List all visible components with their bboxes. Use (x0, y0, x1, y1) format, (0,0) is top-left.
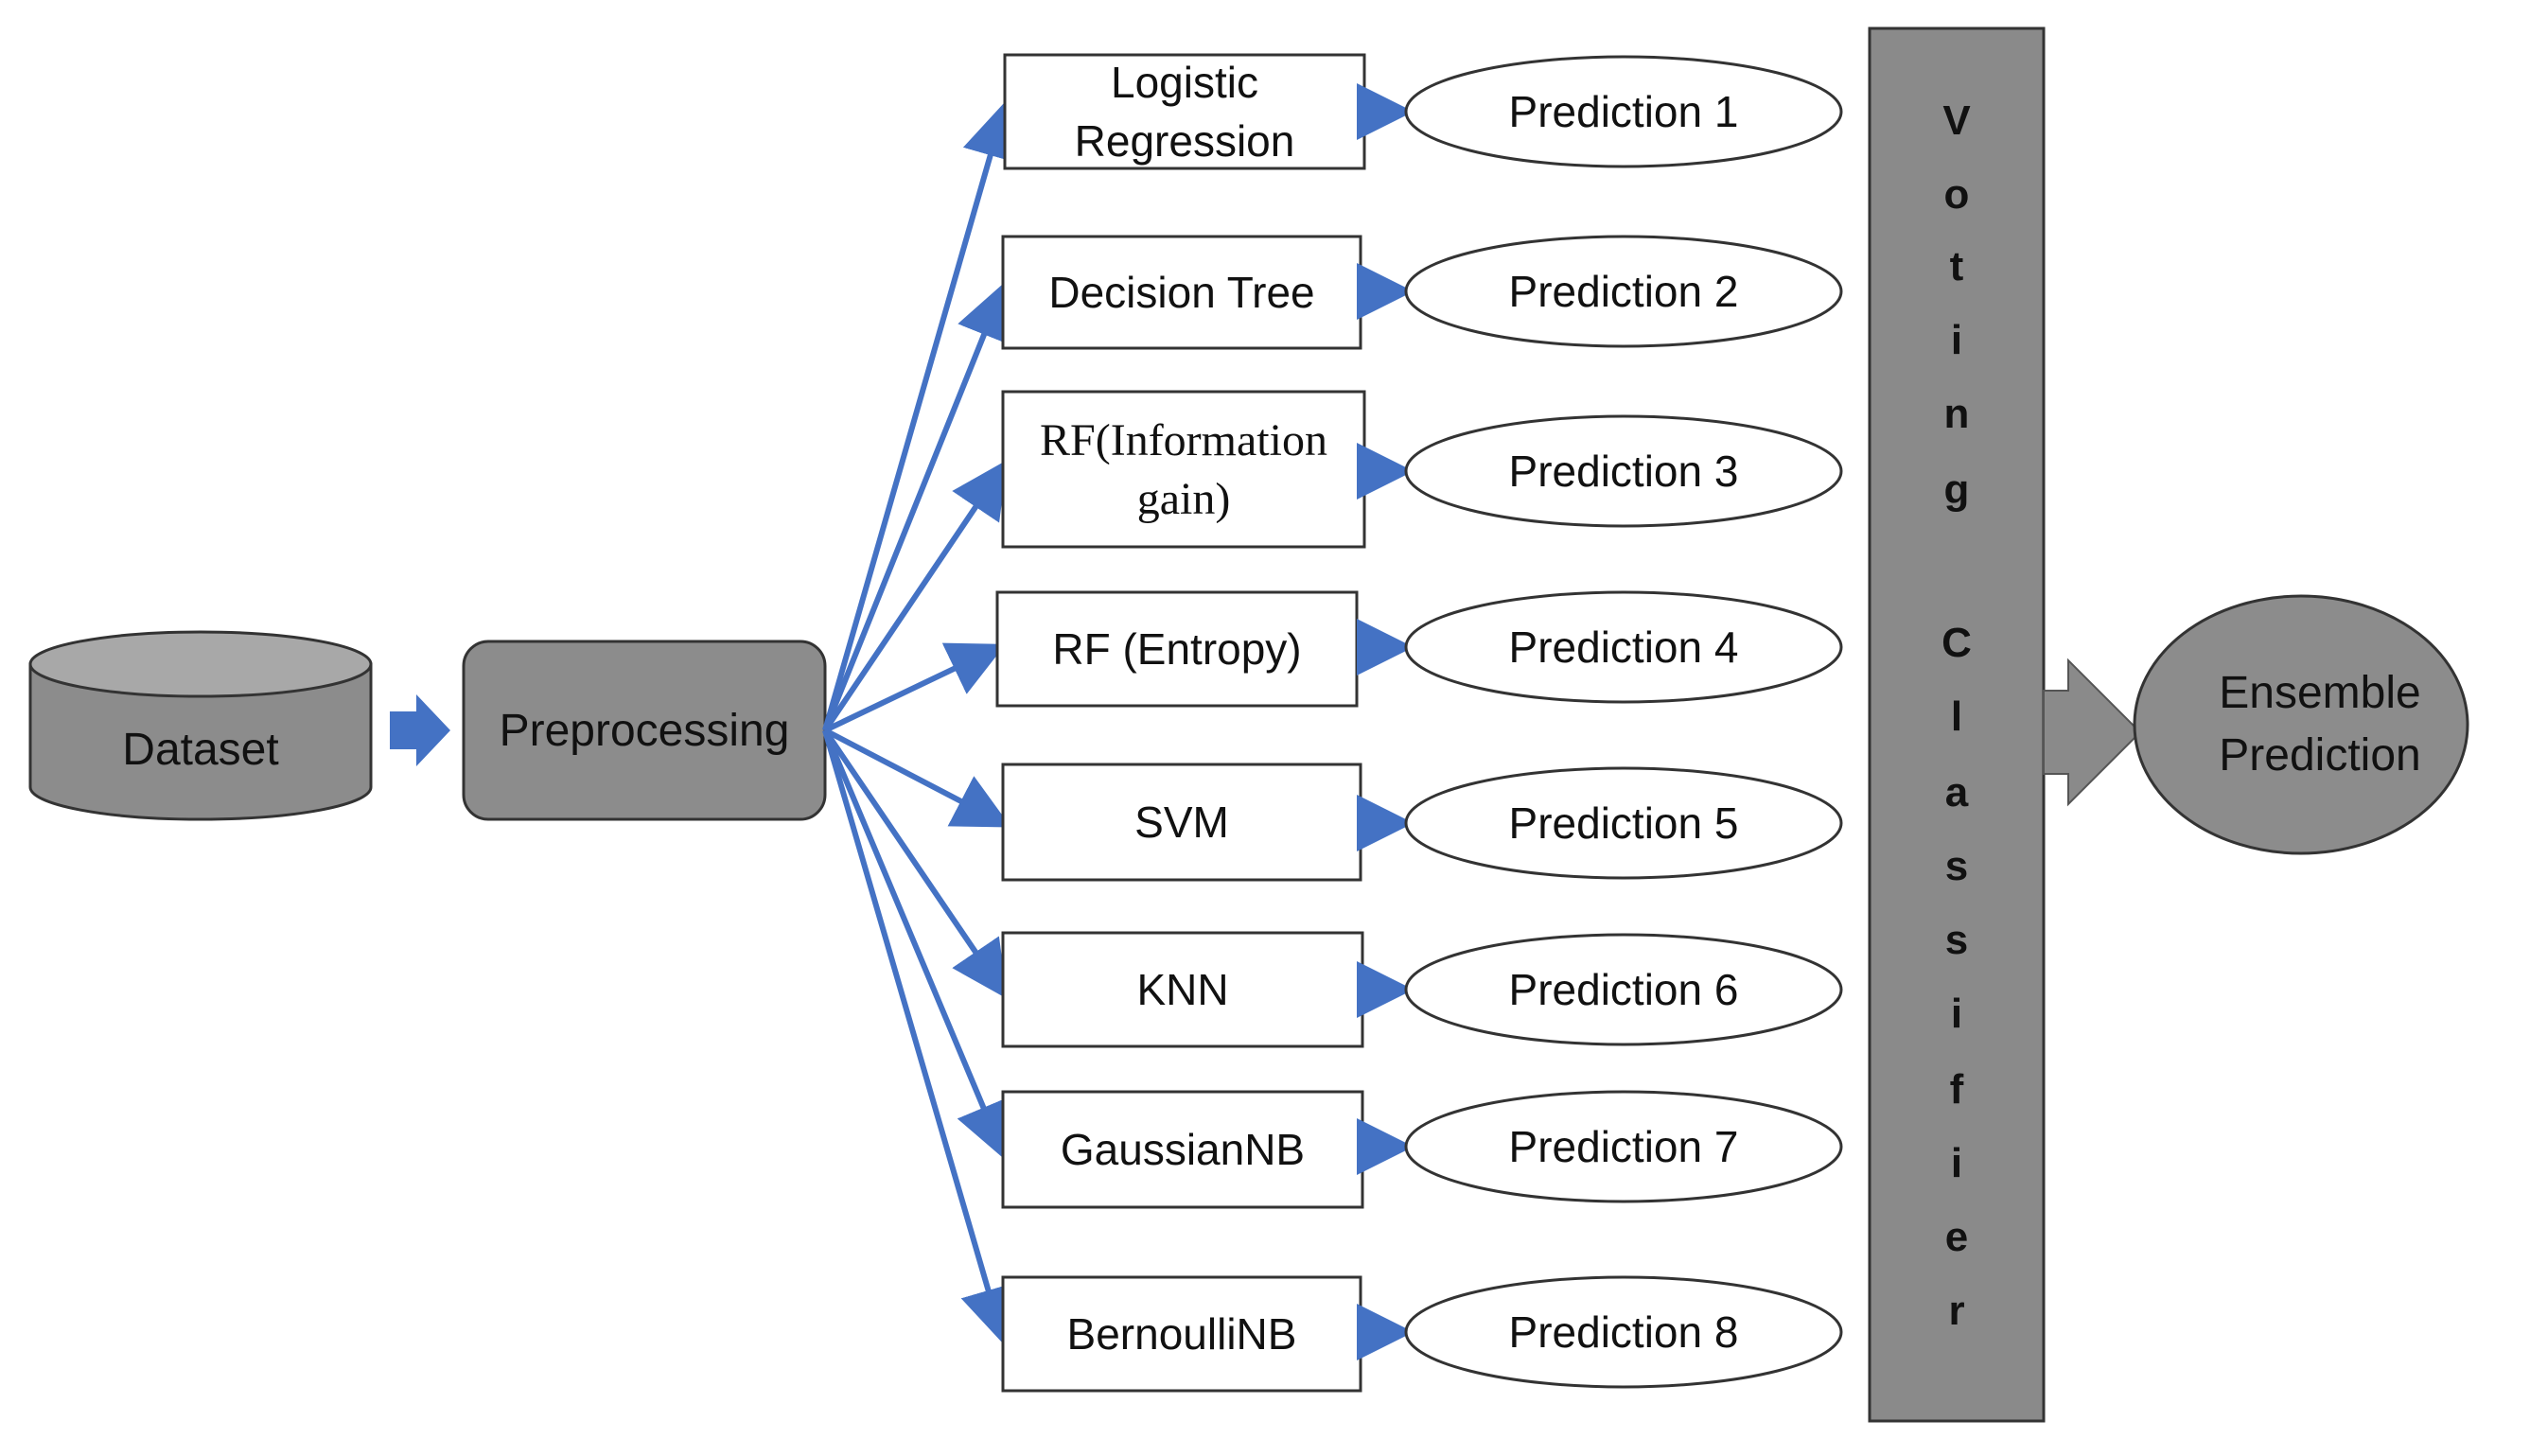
model-node: KNN (1001, 931, 1364, 1048)
prediction-ellipse (1404, 235, 1843, 348)
preprocessing-label: Preprocessing (500, 706, 790, 756)
prediction-label: Prediction 3 (1509, 447, 1739, 496)
prediction-ellipse (1404, 1275, 1843, 1389)
voting-letter: V (1942, 97, 1971, 144)
prediction-ellipse (1404, 933, 1843, 1046)
voting-letter: C (1941, 620, 1972, 666)
prediction-label: Prediction 8 (1509, 1307, 1739, 1357)
prediction-label: Prediction 6 (1509, 965, 1739, 1014)
model-box (1001, 931, 1364, 1048)
model-node: RF(Information gain) (1001, 390, 1366, 549)
model-box (1001, 1275, 1362, 1393)
model-node: GaussianNB (1001, 1090, 1364, 1209)
voting-letter: g (1944, 466, 1970, 513)
voting-letter: i (1951, 317, 1962, 363)
model-box (1001, 390, 1366, 549)
voting-letter: i (1951, 1140, 1962, 1186)
model-label: Logistic (1111, 58, 1258, 107)
model-node: BernoulliNB (1001, 1275, 1362, 1393)
dataset-node: Dataset (28, 630, 373, 821)
fan-arrows (822, 100, 1018, 1345)
fan-arrow (823, 728, 1011, 828)
prediction-label: Prediction 5 (1509, 798, 1739, 848)
prediction-label: Prediction 2 (1509, 267, 1739, 316)
model-box (1003, 53, 1366, 170)
prediction-ellipse (1404, 1090, 1843, 1203)
fan-arrow (822, 728, 1010, 1161)
model-label: Decision Tree (1048, 268, 1314, 317)
model-box (1001, 1090, 1364, 1209)
dataset-label: Dataset (122, 725, 278, 775)
voting-letter: o (1944, 171, 1970, 218)
model-box (1001, 763, 1362, 882)
prediction-node: Prediction 3 (1404, 414, 1843, 528)
fan-arrow (822, 100, 1018, 731)
model-label: Regression (1075, 116, 1295, 166)
voting-letter: t (1950, 243, 1964, 289)
ensemble-label-line-1: Ensemble (2219, 668, 2420, 718)
voting-letter: n (1944, 391, 1970, 437)
model-label: SVM (1134, 798, 1229, 847)
voting-letter: a (1945, 769, 1969, 816)
ensemble-prediction-ellipse (2133, 594, 2469, 855)
dataset-cylinder-body (28, 662, 373, 821)
fan-arrow (822, 281, 1010, 732)
ensemble-prediction-node: Ensemble Prediction (2133, 594, 2469, 855)
model-label: GaussianNB (1061, 1125, 1305, 1174)
voting-letter: l (1951, 693, 1962, 740)
voting-classifier-bar (1868, 26, 2046, 1423)
model-node: SVM (1001, 763, 1362, 882)
prediction-ellipse (1404, 766, 1843, 880)
model-label: gain) (1137, 474, 1231, 524)
fan-arrow (822, 728, 1008, 999)
prediction-ellipse (1404, 590, 1843, 704)
prediction-label: Prediction 1 (1509, 87, 1739, 136)
prediction-node: Prediction 4 (1404, 590, 1843, 704)
model-label: KNN (1136, 965, 1228, 1014)
voting-letter: r (1948, 1288, 1964, 1334)
preprocessing-node: Preprocessing (462, 640, 827, 821)
voting-to-ensemble-arrow (2043, 658, 2142, 807)
prediction-node: Prediction 5 (1404, 766, 1843, 880)
fan-arrow (823, 642, 1006, 733)
model-label: BernoulliNB (1067, 1309, 1297, 1359)
prediction-label: Prediction 7 (1509, 1122, 1739, 1171)
fan-arrow (822, 460, 1008, 732)
ensemble-label-line-2: Prediction (2219, 730, 2420, 781)
model-label: RF (Entropy) (1052, 624, 1301, 674)
model-node: Decision Tree (1001, 235, 1362, 350)
prediction-arrows (1357, 83, 1414, 1360)
dataset-to-preprocessing-arrow (390, 694, 450, 766)
prediction-ellipse (1404, 55, 1843, 168)
voting-letter: e (1945, 1214, 1968, 1260)
prediction-node: Prediction 6 (1404, 933, 1843, 1046)
voting-letter: f (1950, 1066, 1964, 1113)
fan-arrow (822, 729, 1016, 1345)
prediction-node: Prediction 2 (1404, 235, 1843, 348)
prediction-ellipse (1404, 414, 1843, 528)
prediction-ellipses: Prediction 1 Prediction 2 Prediction 3 Pred… (1404, 55, 1843, 1389)
prediction-node: Prediction 8 (1404, 1275, 1843, 1389)
voting-letter: s (1945, 843, 1968, 889)
model-label: RF(Information (1040, 415, 1327, 465)
voting-letter: s (1945, 917, 1968, 963)
prediction-label: Prediction 4 (1509, 623, 1739, 672)
model-box (995, 590, 1359, 708)
model-node: RF (Entropy) (995, 590, 1359, 708)
voting-letter: i (1951, 991, 1962, 1037)
prediction-node: Prediction 7 (1404, 1090, 1843, 1203)
prediction-node: Prediction 1 (1404, 55, 1843, 168)
dataset-cylinder-top (28, 630, 373, 698)
